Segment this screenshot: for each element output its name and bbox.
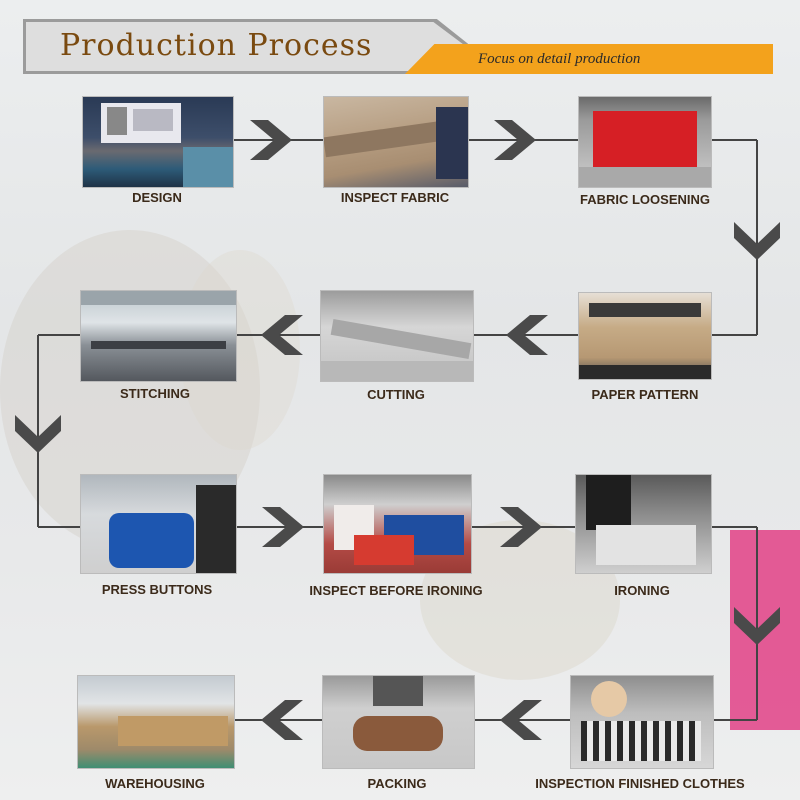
- step-label-packing: PACKING: [367, 776, 427, 791]
- fabric-loosening-photo-icon: [578, 96, 712, 188]
- paper-pattern-photo-icon: [578, 292, 712, 380]
- arrow-left-icon: [506, 315, 548, 355]
- arrow-down-icon: [734, 607, 780, 645]
- step-label-ironing: IRONING: [614, 583, 670, 598]
- inspect-before-ironing-photo-icon: [323, 474, 472, 574]
- step-label-fabric-loosening: FABRIC LOOSENING: [579, 192, 710, 207]
- arrow-right-icon: [500, 507, 542, 547]
- arrow-left-icon: [500, 700, 542, 740]
- arrow-down-icon: [734, 222, 780, 260]
- cutting-photo-icon: [320, 290, 474, 382]
- title-banner: [23, 19, 468, 74]
- arrow-down-icon: [15, 415, 61, 453]
- arrow-right-icon: [250, 120, 292, 160]
- step-label-inspect-before-ironing: INSPECT BEFORE IRONING: [309, 583, 483, 598]
- step-label-warehousing: WAREHOUSING: [105, 776, 205, 791]
- press-buttons-photo-icon: [80, 474, 237, 574]
- subtitle-banner: [405, 44, 773, 74]
- arrow-left-icon: [261, 700, 303, 740]
- page-title: Production Process: [60, 28, 373, 63]
- arrow-left-icon: [261, 315, 303, 355]
- step-label-design: DESIGN: [132, 190, 182, 205]
- arrow-right-icon: [262, 507, 304, 547]
- ironing-photo-icon: [575, 474, 712, 574]
- step-label-press-buttons: PRESS BUTTONS: [101, 582, 213, 597]
- arrow-right-icon: [494, 120, 536, 160]
- step-label-paper-pattern: PAPER PATTERN: [591, 387, 699, 402]
- inspect-fabric-photo-icon: [323, 96, 469, 188]
- design-photo-icon: [82, 96, 234, 188]
- step-label-cutting: CUTTING: [367, 387, 425, 402]
- stitching-photo-icon: [80, 290, 237, 382]
- packing-photo-icon: [322, 675, 475, 769]
- inspection-finished-clothes-photo-icon: [570, 675, 714, 769]
- step-label-stitching: STITCHING: [119, 386, 191, 401]
- step-label-inspect-fabric: INSPECT FABRIC: [340, 190, 450, 205]
- warehousing-photo-icon: [77, 675, 235, 769]
- step-label-inspection-finished-clothes: INSPECTION FINISHED CLOTHES: [535, 776, 745, 791]
- page-subtitle: Focus on detail production: [478, 51, 641, 67]
